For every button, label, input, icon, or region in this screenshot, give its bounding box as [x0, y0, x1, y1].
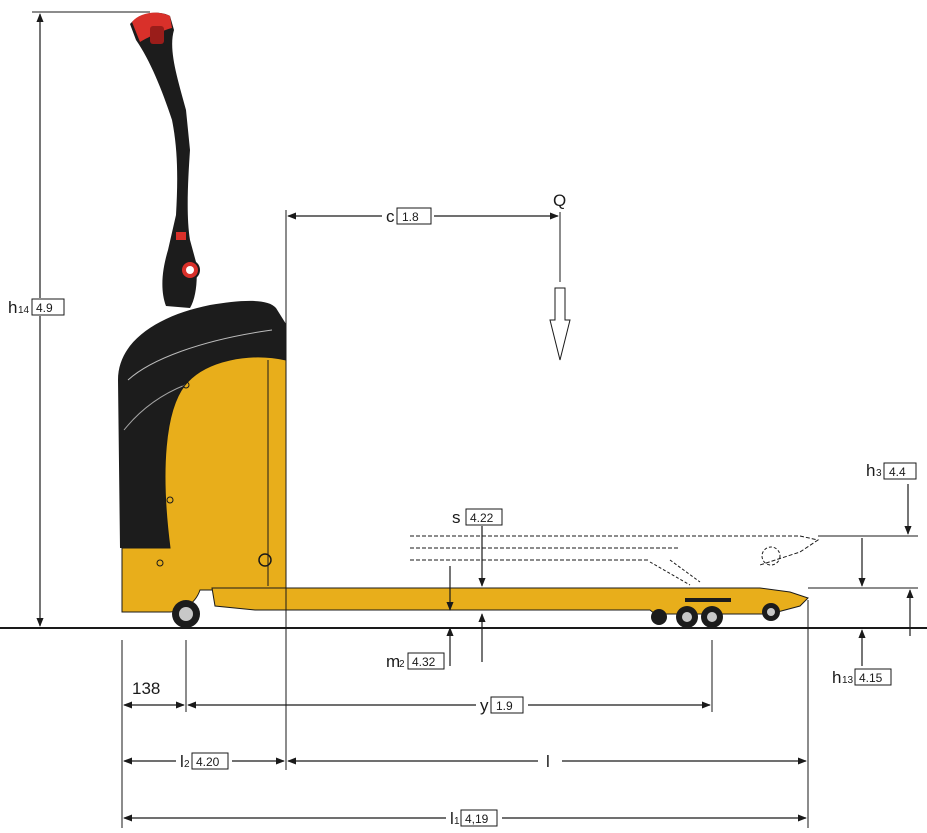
l1-subscript: 1	[454, 816, 460, 827]
c-letter: c	[386, 207, 395, 226]
pallet-truck	[118, 12, 820, 628]
l1-letter: l	[450, 809, 454, 828]
s-letter: s	[452, 508, 461, 527]
h3-letter: h	[866, 461, 875, 480]
y-letter: y	[480, 696, 489, 715]
h13-letter: h	[832, 668, 841, 687]
h13-value: 4.15	[859, 671, 883, 685]
h13-subscript: 13	[842, 675, 854, 686]
l2-value: 4.20	[196, 755, 220, 769]
m2-subscript: 2	[399, 659, 405, 670]
h14-subscript: 14	[18, 305, 30, 316]
chassis-cover	[118, 300, 286, 548]
h3-value: 4.4	[889, 465, 906, 479]
l2-subscript: 2	[184, 759, 190, 770]
h3-subscript: 3	[876, 468, 882, 479]
y-value: 1.9	[496, 699, 513, 713]
load-wheels	[651, 603, 780, 628]
m2-value: 4.32	[412, 655, 436, 669]
c-value: 1.8	[402, 210, 419, 224]
m2-letter: m	[386, 652, 400, 671]
raised-forks-outline	[410, 535, 820, 586]
l1-value: 4,19	[465, 812, 489, 826]
s-value: 4.22	[470, 511, 494, 525]
l-letter: l	[546, 752, 550, 771]
h14-value: 4.9	[36, 301, 53, 315]
drive-wheel	[172, 600, 200, 628]
h14-letter: h	[8, 298, 17, 317]
d138-value: 138	[132, 679, 160, 698]
load-arrow	[549, 287, 571, 361]
l2-letter: l	[180, 752, 184, 771]
load-label: Q	[553, 191, 566, 210]
tiller-handle	[130, 12, 200, 308]
